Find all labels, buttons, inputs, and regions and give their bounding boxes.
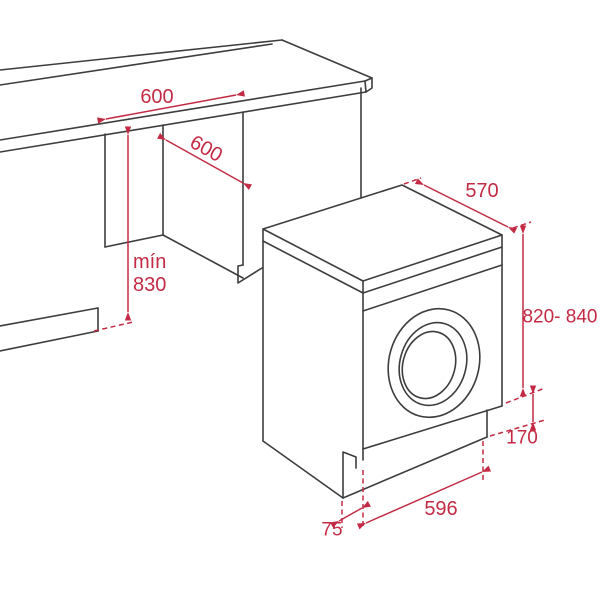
dim-plinth-height-label: 170 — [506, 428, 538, 449]
left-cabinet-bottom-edge — [0, 307, 99, 327]
dim-machine-width: 596 — [356, 441, 492, 530]
dim-niche-width: 600 — [97, 86, 245, 124]
dim-niche-depth-arrow — [157, 133, 252, 190]
niche-right-panel-plinth — [237, 264, 263, 284]
washing-machine — [262, 184, 503, 499]
dim-niche-depth-label: 600 — [186, 131, 226, 166]
machine-door — [387, 307, 481, 419]
dim-plinth-recess: 75 — [321, 501, 371, 541]
machine-control-panel-line — [362, 264, 503, 312]
dim-niche-width-arrow — [97, 90, 245, 124]
dim-min-height-value: 830 — [133, 274, 166, 296]
machine-plinth-notch — [342, 451, 357, 499]
machine-plinth-bottom-edge — [342, 436, 488, 499]
dim-machine-width-label: 596 — [424, 498, 457, 520]
door-glass — [401, 330, 457, 400]
dim-machine-height: 820- 840 — [505, 225, 598, 404]
dim-plinth-height-ext — [489, 419, 546, 437]
countertop — [0, 39, 373, 153]
left-cabinet — [0, 307, 99, 352]
dim-machine-depth: 570 — [403, 177, 532, 234]
countertop-end-cap — [364, 77, 373, 93]
dim-machine-depth-label: 570 — [465, 180, 498, 202]
door-outer-ring — [387, 307, 481, 419]
countertop-right-edge — [281, 39, 373, 79]
dim-machine-depth-arrow — [414, 178, 518, 234]
dim-plinth-recess-label: 75 — [321, 520, 342, 541]
dim-min-height: mín 830 — [93, 126, 166, 332]
dim-machine-depth-ext1 — [403, 177, 422, 185]
dim-machine-height-ext — [505, 387, 546, 404]
dim-machine-width-arrow — [356, 465, 492, 530]
machine-front-bottom-edge — [362, 405, 503, 450]
niche-floor-edge — [162, 234, 244, 279]
dim-machine-height-label: 820- 840 — [522, 307, 597, 328]
countertop-back-edge — [0, 39, 283, 71]
door-inner-ring — [398, 321, 468, 407]
dim-plinth-recess-arrow — [330, 501, 371, 528]
machine-side-bottom-edge — [262, 440, 344, 499]
left-cabinet-plinth-bottom — [0, 330, 99, 352]
wall-line — [0, 43, 273, 86]
dim-min-height-floor-dash — [93, 321, 134, 332]
machine-top-slab-line — [262, 240, 503, 294]
countertop-front-top-edge — [0, 80, 366, 141]
dim-niche-depth: 600 — [157, 131, 252, 190]
dim-niche-width-label: 600 — [140, 86, 173, 108]
countertop-front-bottom-edge — [0, 91, 367, 153]
niche-left-panel-bottom — [104, 234, 164, 248]
dim-machine-depth-ext2 — [512, 221, 532, 229]
dim-plinth-height: 170 — [489, 385, 546, 449]
dim-min-height-prefix: mín — [133, 251, 166, 273]
